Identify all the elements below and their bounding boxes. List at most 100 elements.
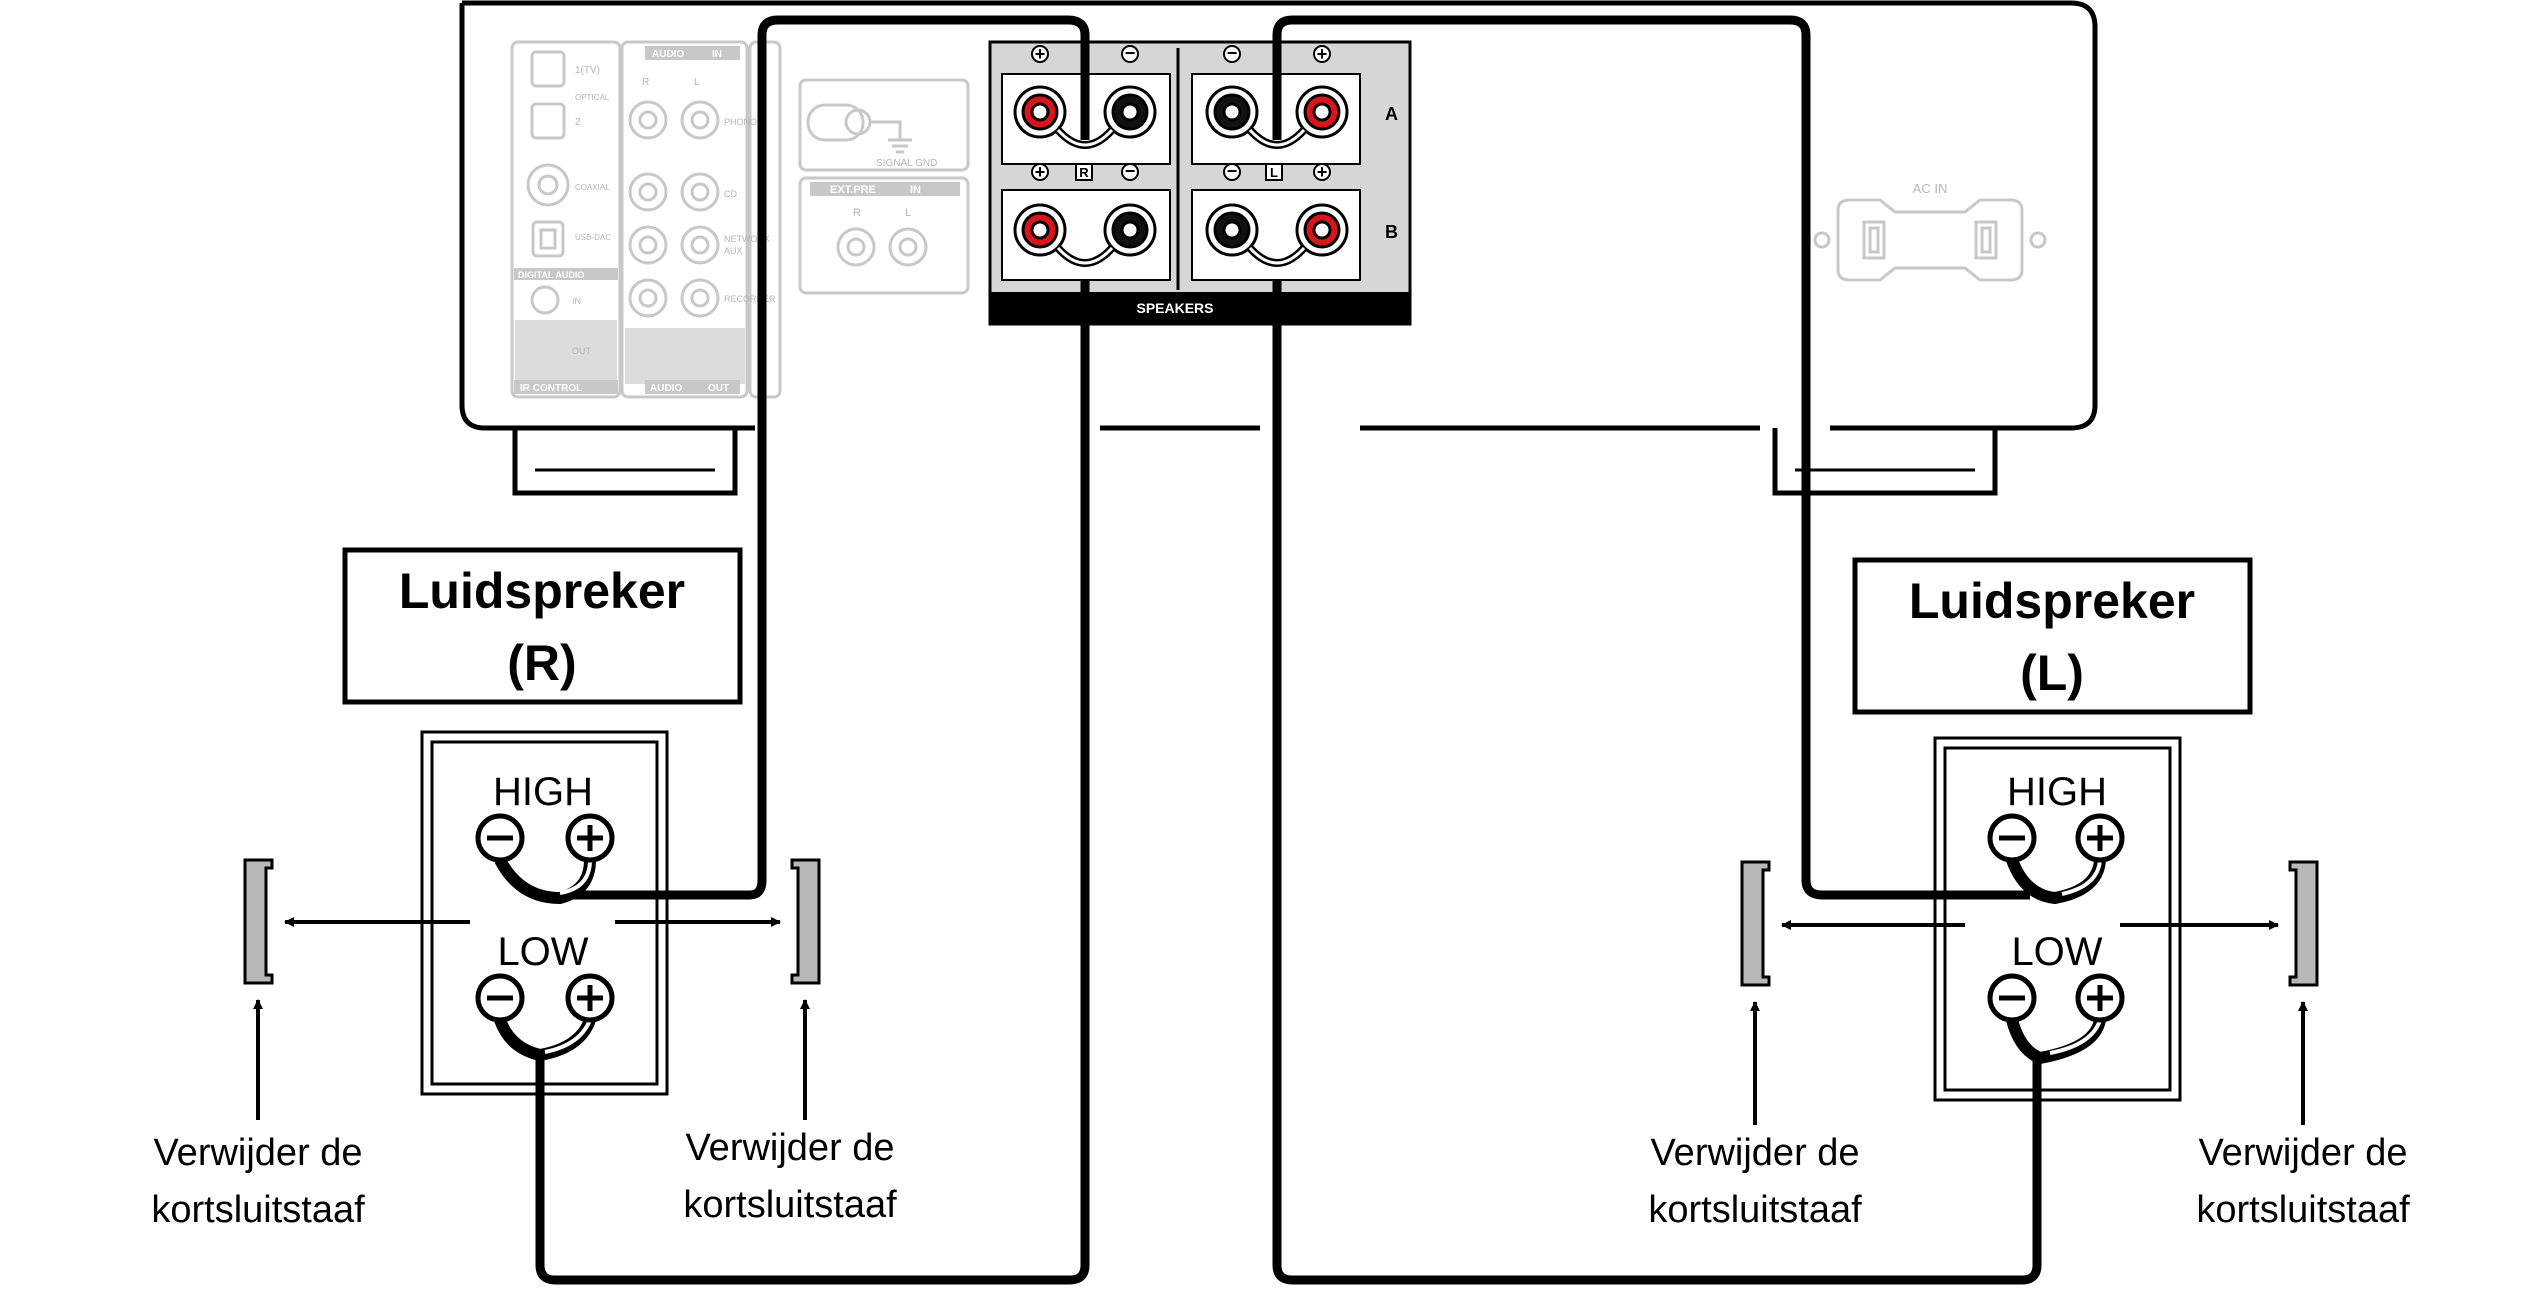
speaker-l-high-plus-icon: [2075, 813, 2125, 863]
speaker-l-label-gap: [1985, 910, 2135, 940]
speaker-cables: [535, 15, 2042, 1285]
ext-pre-l-label: L: [905, 207, 911, 219]
svg-text:−: −: [1125, 43, 1136, 63]
optical-2-label: 2: [575, 117, 581, 128]
audio-in-l-label: L: [694, 77, 700, 88]
signal-gnd-panel: [798, 78, 970, 172]
speaker-l-shorting-bar-left-icon: [1740, 860, 1771, 987]
coaxial-label: COAXIAL: [575, 183, 610, 192]
channel-l-label: L: [1270, 165, 1278, 180]
cd-jack-r-icon: [628, 172, 668, 212]
svg-text:+: +: [1035, 162, 1046, 182]
terminal-a-l-minus-icon: [1205, 85, 1259, 139]
cd-jack-l-icon: [680, 172, 720, 212]
audio-out-tag: OUT: [708, 383, 729, 394]
network-label-1: NETWORK: [724, 234, 770, 244]
phono-jack-r-icon: [628, 100, 668, 140]
speaker-l-shorting-bar-right-icon: [2288, 860, 2319, 987]
svg-text:−: −: [1227, 161, 1238, 181]
speaker-l-title-line2: (L): [2020, 645, 2084, 701]
audio-in-r-label: R: [642, 77, 649, 88]
ir-in-jack-icon: [530, 285, 560, 315]
speaker-l-title-box: [1852, 557, 2253, 715]
speaker-l-high-label: HIGH: [2007, 770, 2107, 814]
speakers-label: SPEAKERS: [1136, 300, 1213, 316]
speaker-r-label-gap: [470, 905, 620, 935]
phono-jack-l-icon: [680, 100, 720, 140]
channel-r-label: R: [1079, 165, 1089, 180]
amplifier-rear-panel: [459, 0, 2098, 496]
amplifier-foot-left: [512, 428, 738, 496]
usb-dac-label: USB-DAC: [575, 233, 611, 242]
speaker-terminal-block: [988, 40, 1412, 326]
input-panel-labels: AUDIO IN R L 1(TV) OPTICAL 2 COAXIAL USB…: [514, 46, 776, 394]
speaker-r-note-left-line2: kortsluitstaaf: [151, 1189, 365, 1231]
optical-port-2-icon: [530, 102, 566, 140]
recorder-in-jack-r-icon: [628, 278, 668, 318]
terminal-polarity-symbols: + − − + + − − +: [1031, 43, 1331, 182]
row-b-label: B: [1385, 222, 1398, 242]
svg-text:−: −: [1227, 43, 1238, 63]
speaker-r-note-left-line1: Verwijder de: [153, 1132, 362, 1174]
svg-text:−: −: [1125, 161, 1136, 181]
amplifier-foot-right: [1772, 428, 1998, 496]
signal-gnd-label: SIGNAL GND: [876, 158, 937, 169]
ext-pre-header-bar: [810, 182, 960, 196]
speaker-r-high-plus-icon: [565, 813, 615, 863]
speaker-r-note-right-line1: Verwijder de: [685, 1127, 894, 1169]
phono-label: PHONO: [724, 117, 757, 127]
network-jack-r-icon: [628, 225, 668, 265]
speaker-l-panel-inner: [1943, 746, 2172, 1092]
speaker-r-high-minus-icon: [475, 813, 525, 863]
audio-out-header: AUDIO: [650, 383, 682, 394]
speaker-l-low-plus-icon: [2075, 973, 2125, 1023]
speaker-r-panel-inner: [430, 740, 659, 1086]
terminal-b-l-minus-icon: [1205, 203, 1259, 257]
ext-pre-r-label: R: [853, 207, 861, 219]
cable-left-negative: [1272, 15, 2030, 900]
ac-inlet-icon: [1813, 198, 2047, 282]
terminal-b-l-plus-icon: [1295, 203, 1349, 257]
input-panel-dots: [515, 320, 745, 384]
speaker-r-note-right-line2: kortsluitstaaf: [683, 1184, 897, 1226]
terminal-jacks: [1013, 85, 1349, 257]
speaker-r-panel-outer: [420, 730, 669, 1096]
speaker-l-note-right-line1: Verwijder de: [2198, 1132, 2407, 1174]
coaxial-jack-icon: [526, 163, 570, 207]
channel-r-box: [1075, 163, 1093, 181]
speaker-r-title-box: [342, 547, 743, 705]
svg-text:+: +: [1317, 162, 1328, 182]
cable-right-negative: [570, 15, 1090, 900]
speaker-l-low-label: LOW: [2011, 930, 2102, 974]
svg-text:+: +: [1035, 44, 1046, 64]
speaker-r-shorting-bar-right-icon: [790, 858, 821, 985]
ir-control-label: IR CONTROL: [520, 383, 582, 394]
network-jack-l-icon: [680, 225, 720, 265]
speaker-r: Luidspreker (R) HIGH LOW Verwijder de ko…: [151, 547, 897, 1231]
terminal-jumper-wires-inner: [1056, 128, 1306, 265]
cable-right-positive: [535, 280, 1090, 1285]
speaker-l-note-left-line1: Verwijder de: [1650, 1132, 1859, 1174]
audio-in-tag: IN: [712, 49, 722, 60]
terminal-b-r-minus-icon: [1103, 203, 1157, 257]
speaker-r-title-line2: (R): [507, 635, 576, 691]
optical-word-label: OPTICAL: [575, 93, 610, 102]
cd-label: CD: [724, 189, 737, 199]
speaker-l-note-right-line2: kortsluitstaaf: [2196, 1189, 2410, 1231]
recorder-in-jack-l-icon: [680, 278, 720, 318]
ac-in-label: AC IN: [1913, 181, 1948, 196]
terminal-a-l-plus-icon: [1295, 85, 1349, 139]
speaker-r-low-plus-icon: [565, 973, 615, 1023]
speaker-l-title-line1: Luidspreker: [1909, 573, 2195, 629]
audio-in-header: AUDIO: [652, 49, 684, 60]
optical-port-1-icon: [530, 50, 566, 88]
terminal-a-r-minus-icon: [1103, 85, 1157, 139]
ext-pre-in-tag: IN: [910, 184, 921, 196]
ext-pre-panel: [798, 176, 970, 295]
speaker-l-panel-outer: [1933, 736, 2182, 1102]
terminal-b-r-plus-icon: [1013, 203, 1067, 257]
speaker-l-note-left-line2: kortsluitstaaf: [1648, 1189, 1862, 1231]
speaker-r-shorting-bar-left-icon: [243, 858, 274, 985]
ext-pre-label: EXT.PRE: [830, 184, 876, 196]
